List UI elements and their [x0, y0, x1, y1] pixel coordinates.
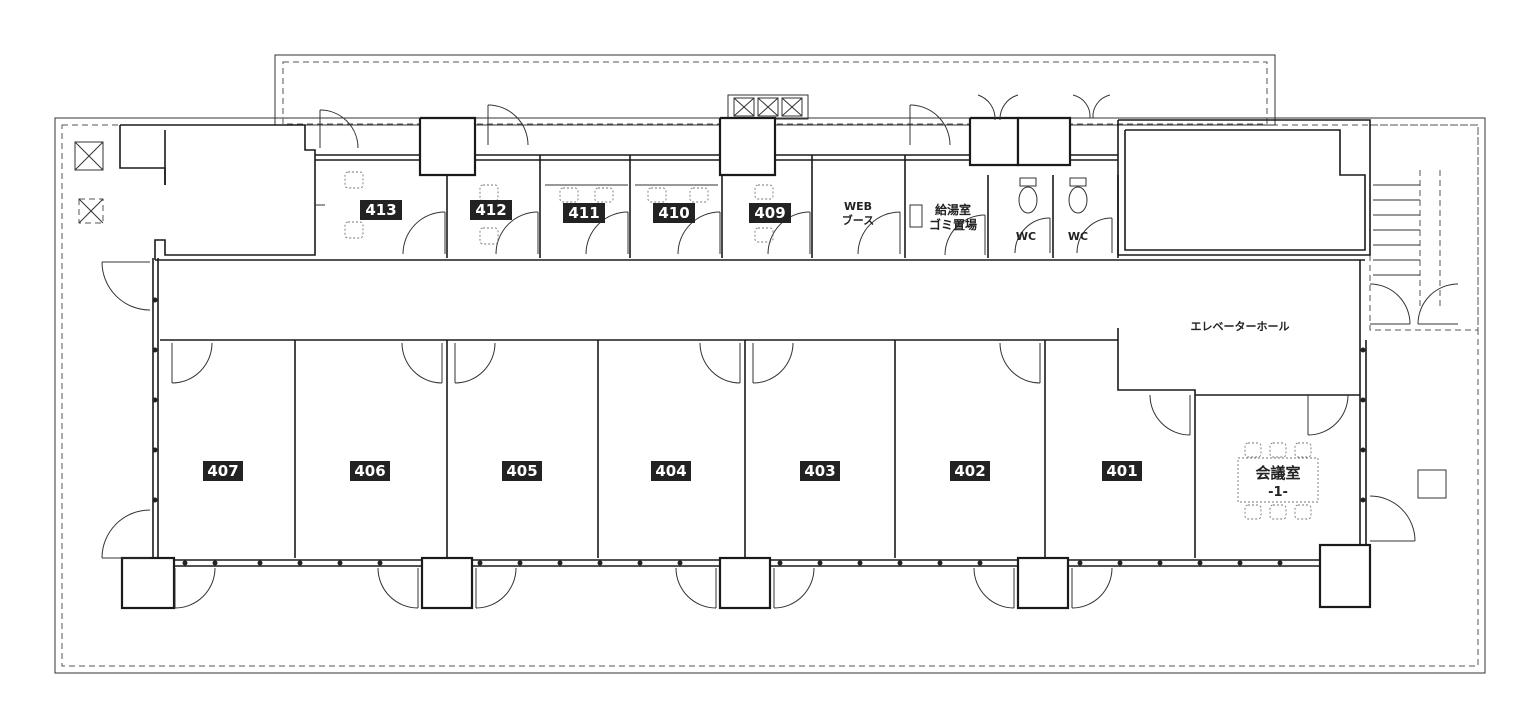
window-posts: [152, 297, 1366, 566]
svg-text:411: 411: [568, 204, 599, 222]
wc-label-1: WC: [1016, 230, 1036, 243]
doors: [101, 94, 1459, 609]
svg-text:413: 413: [365, 201, 396, 219]
svg-text:410: 410: [658, 204, 689, 222]
vent-boxes: [74, 141, 1447, 499]
room-label-401: 401: [1102, 461, 1142, 481]
columns: [120, 116, 1372, 610]
south-partitions: [160, 328, 1360, 558]
svg-text:409: 409: [754, 204, 785, 222]
web-booth-label-line2: ブース: [842, 213, 874, 227]
room-label-403: 403: [800, 461, 840, 481]
meeting-room-label-line2: -1-: [1268, 485, 1288, 500]
web-booth-label-line1: WEB: [844, 200, 872, 213]
wc-label-2: WC: [1068, 230, 1088, 243]
room-label-407: 407: [203, 461, 243, 481]
room-label-402: 402: [950, 461, 990, 481]
room-label-409: 409: [749, 203, 791, 223]
room-label-412: 412: [470, 200, 512, 220]
room-label-404: 404: [651, 461, 691, 481]
furniture-chairs: [344, 171, 1319, 520]
svg-text:405: 405: [506, 462, 537, 480]
elevator-hall-label: エレベーターホール: [1191, 320, 1290, 333]
room-label-410: 410: [653, 203, 695, 223]
room-label-406: 406: [350, 461, 390, 481]
svg-text:404: 404: [655, 462, 686, 480]
toilet-fixtures: [909, 177, 1088, 228]
room-label-405: 405: [502, 461, 542, 481]
svg-text:406: 406: [354, 462, 385, 480]
kitchen-label-line1: 給湯室: [935, 202, 971, 217]
room-label-413: 413: [360, 200, 402, 220]
svg-text:403: 403: [804, 462, 835, 480]
rooftop-units: [727, 94, 809, 120]
stair-right: [1373, 170, 1441, 310]
room-label-411: 411: [563, 203, 605, 223]
north-partitions: [315, 155, 1119, 258]
svg-text:402: 402: [954, 462, 985, 480]
meeting-room-label-line1: 会議室: [1255, 464, 1300, 482]
svg-text:401: 401: [1106, 462, 1137, 480]
svg-text:407: 407: [207, 462, 238, 480]
kitchen-label-line2: ゴミ置場: [929, 217, 977, 232]
svg-text:412: 412: [475, 201, 506, 219]
